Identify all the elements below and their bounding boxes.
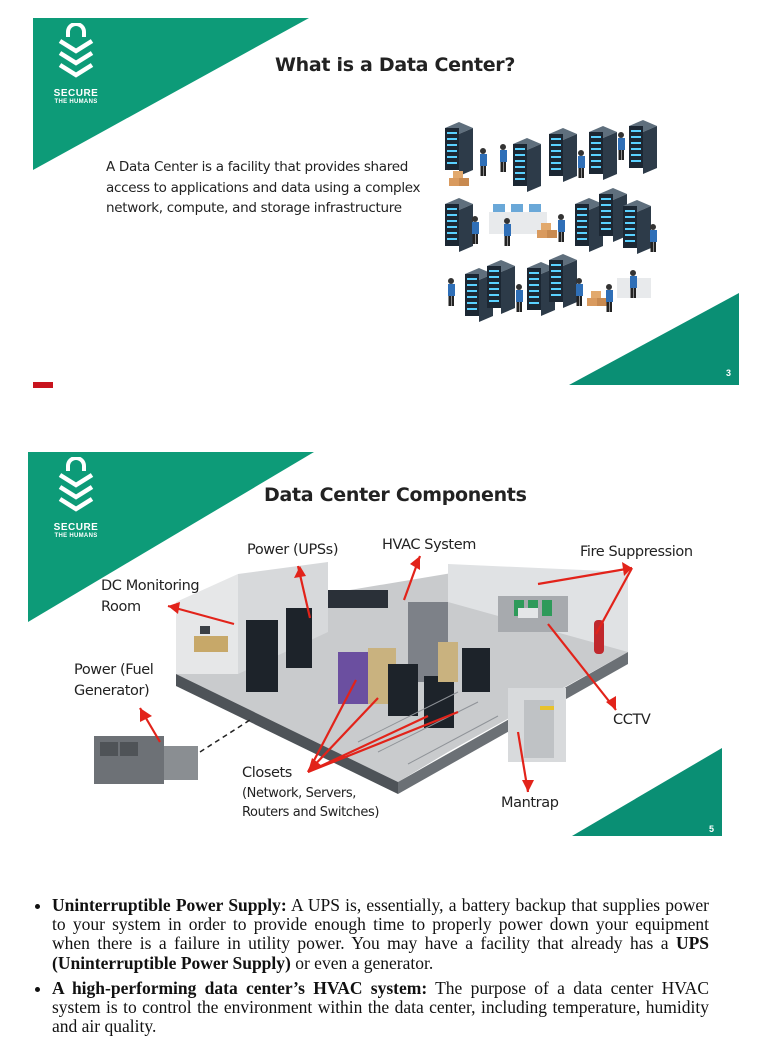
label-cctv: CCTV — [613, 712, 651, 728]
ups-strong: UPS (Uninterruptible Power Supply) — [52, 933, 709, 973]
term-ups: Uninterruptible Power Supply: — [52, 895, 287, 915]
list-item-ups: Uninterruptible Power Supply: A UPS is, … — [52, 895, 709, 973]
components-list: Uninterruptible Power Supply: A UPS is, … — [34, 895, 709, 1037]
page-number: 5 — [708, 824, 714, 834]
teal-corner-bottom-right — [569, 293, 739, 385]
label-dc-monitoring-2: Room — [101, 599, 141, 615]
label-closets-detail-1: (Network, Servers, — [242, 786, 356, 801]
teal-corner-top-left — [28, 452, 314, 622]
slide-title: What is a Data Center? — [275, 54, 516, 76]
label-hvac-system: HVAC System — [382, 537, 476, 553]
label-fuel-generator-2: Generator) — [74, 683, 150, 699]
list-item-hvac: A high-performing data center’s HVAC sys… — [52, 977, 709, 1037]
slide-what-is-data-center: SECURE THE HUMANS What is a Data Center?… — [33, 18, 739, 388]
page-number: 3 — [725, 368, 731, 378]
shield-lock-icon — [58, 456, 94, 512]
logo-brand: SECURE — [53, 88, 99, 99]
logo-brand: SECURE — [53, 522, 99, 533]
label-dc-monitoring-1: DC Monitoring — [101, 578, 200, 594]
logo-sub: THE HUMANS — [54, 99, 98, 105]
slide-data-center-components: SECURE THE HUMANS Data Center Components — [28, 452, 722, 838]
body-text: Uninterruptible Power Supply: A UPS is, … — [34, 895, 709, 1042]
slide-title: Data Center Components — [264, 484, 527, 506]
label-closets: Closets — [242, 765, 292, 781]
ups-text-a: A UPS is, essentially, a battery backup … — [52, 895, 709, 954]
label-closets-detail-2: Routers and Switches) — [242, 805, 379, 820]
data-center-floorplan-illustration — [94, 555, 633, 794]
teal-corner-top-left — [33, 18, 309, 170]
teal-corner-bottom-right — [572, 748, 722, 836]
secure-the-humans-logo: SECURE THE HUMANS — [40, 456, 112, 540]
logo-sub: THE HUMANS — [54, 533, 98, 539]
server-room-illustration — [445, 120, 657, 322]
ups-text-b: or even a generator. — [290, 952, 434, 973]
secure-the-humans-logo: SECURE THE HUMANS — [41, 22, 111, 106]
label-fire-suppression: Fire Suppression — [580, 544, 693, 560]
label-mantrap: Mantrap — [501, 795, 559, 811]
label-fuel-generator-1: Power (Fuel — [74, 662, 154, 678]
term-hvac: A high-performing data center’s HVAC sys… — [52, 977, 428, 998]
slide-description: A Data Center is a facility that provide… — [106, 159, 421, 216]
red-mark — [33, 382, 53, 388]
shield-lock-icon — [58, 22, 94, 78]
label-power-ups: Power (UPSs) — [247, 542, 339, 558]
